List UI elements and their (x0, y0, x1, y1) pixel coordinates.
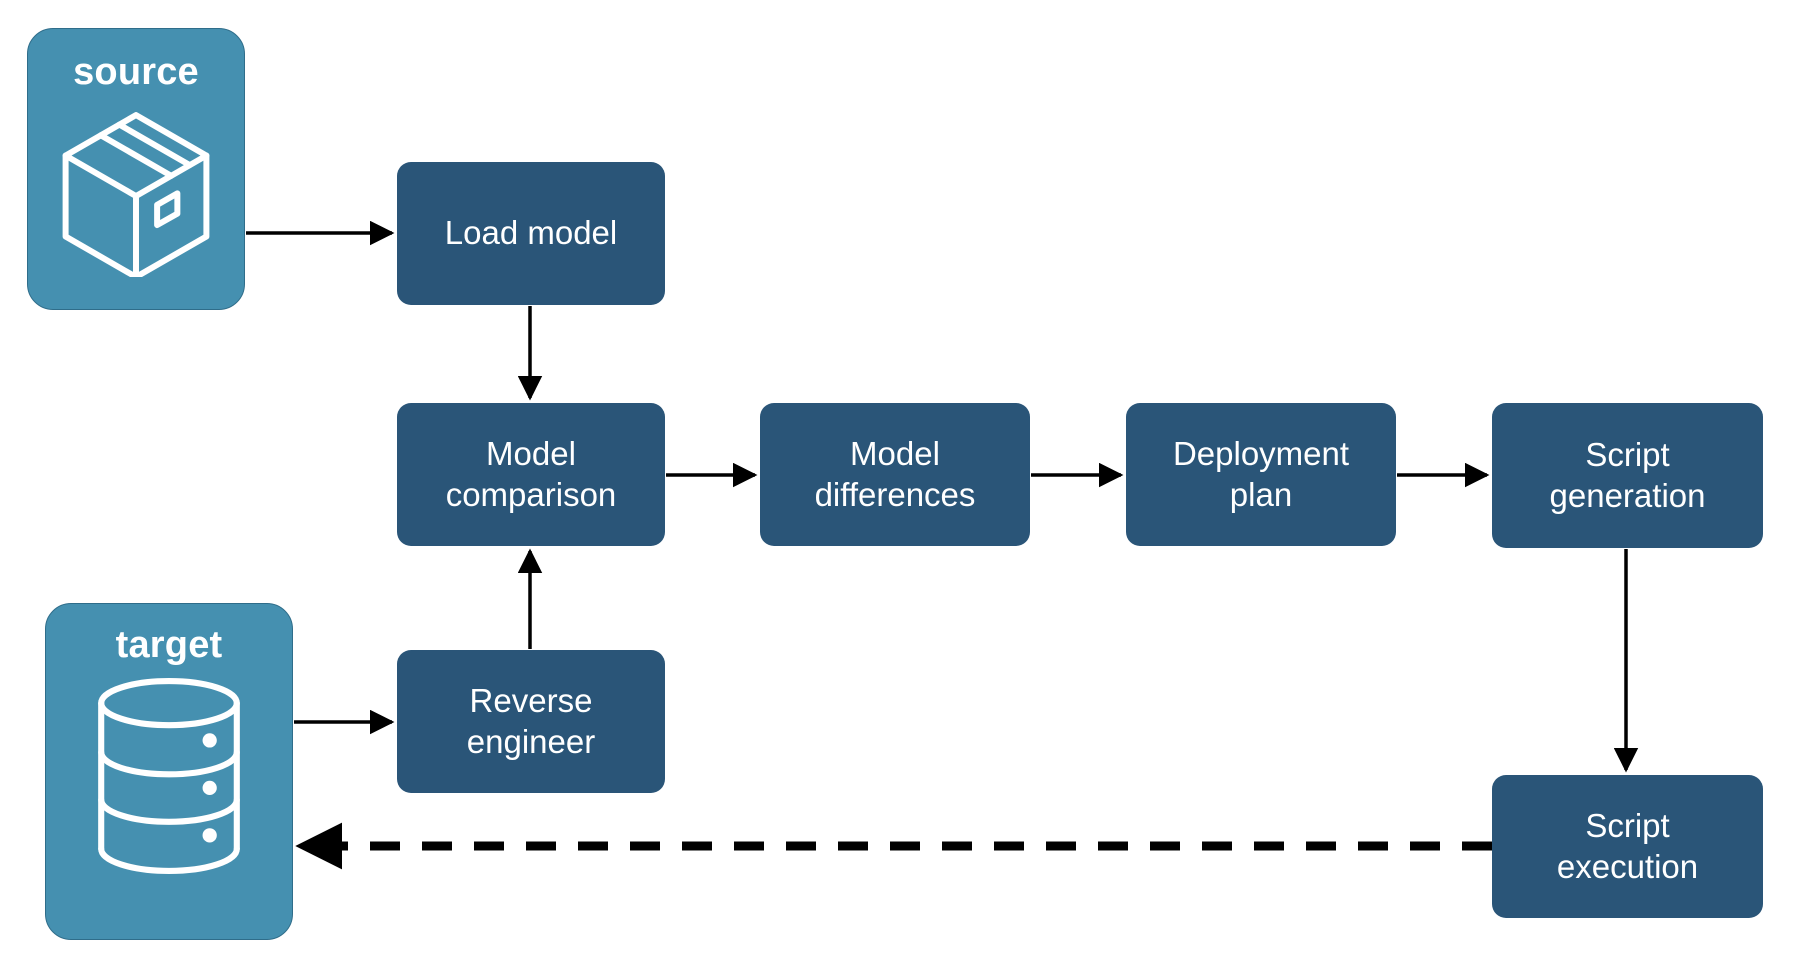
endpoint-source-label: source (73, 51, 199, 93)
database-cylinder-icon (84, 676, 254, 881)
step-load-model[interactable]: Load model (397, 162, 665, 305)
step-script-execution[interactable]: Script execution (1492, 775, 1763, 918)
step-model-comparison-label: Model comparison (445, 435, 617, 513)
endpoint-target-label: target (115, 624, 223, 666)
endpoint-source[interactable]: source (27, 28, 245, 310)
step-model-differences[interactable]: Model differences (760, 403, 1030, 546)
step-script-execution-label: Script execution (1556, 807, 1699, 885)
step-reverse-engineer[interactable]: Reverse engineer (397, 650, 665, 793)
step-script-generation[interactable]: Script generation (1492, 403, 1763, 548)
step-reverse-engineer-label: Reverse engineer (466, 682, 596, 760)
step-script-generation-label: Script generation (1549, 436, 1706, 514)
package-box-icon (48, 101, 224, 282)
endpoint-target[interactable]: target (45, 603, 293, 940)
step-deployment-plan[interactable]: Deployment plan (1126, 403, 1396, 546)
step-load-model-label: Load model (444, 214, 618, 252)
step-model-comparison[interactable]: Model comparison (397, 403, 665, 546)
step-deployment-plan-label: Deployment plan (1172, 435, 1350, 513)
step-model-differences-label: Model differences (814, 435, 976, 513)
